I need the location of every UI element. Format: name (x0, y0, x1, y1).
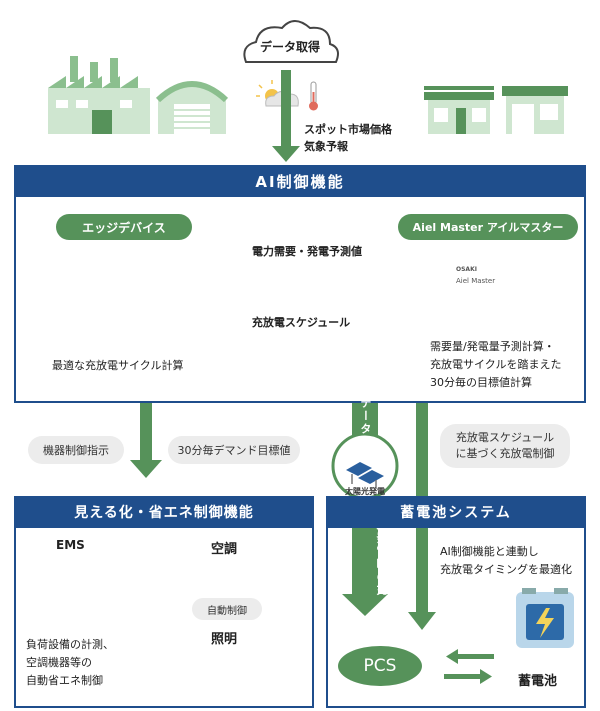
energy-description-line2: 空調機器等の (26, 656, 92, 669)
solar-label: 太陽光発電 (345, 487, 385, 496)
battery-description-line2: 充放電タイミングを最適化 (440, 563, 572, 576)
battery-label: 蓄電池 (518, 674, 558, 689)
energy-description-line1: 負荷設備の計測、 (26, 638, 114, 651)
lighting-label: 照明 (211, 632, 238, 647)
solar-panel-icon (331, 432, 399, 500)
edge-device-label: エッジデバイス (56, 214, 192, 240)
schedule-control-line2: に基づく充放電制御 (455, 447, 555, 460)
energy-description-line3: 自動省エネ制御 (26, 674, 103, 687)
weather-icon (256, 80, 299, 107)
device-brand: OSAKI (456, 266, 477, 273)
cloud-label: データ取得 (259, 40, 320, 54)
schedule-control-line1: 充放電スケジュール (455, 431, 555, 444)
instruction-pill-demand: 30分毎デマンド目標値 (168, 436, 300, 464)
factory-icon (48, 56, 150, 134)
forecast-label: 電力需要・発電予測値 (252, 245, 362, 258)
cloud-icon (243, 20, 339, 63)
pcs-label: PCS (363, 656, 397, 676)
instruction-pill-control: 機器制御指示 (28, 436, 124, 464)
data-fetch-arrow (272, 70, 300, 162)
store-icon (502, 86, 568, 134)
edge-device-description: 最適な充放電サイクル計算 (52, 359, 184, 372)
pcs-shape (338, 646, 422, 686)
shop-icon (424, 86, 494, 134)
warehouse-icon (155, 81, 229, 134)
battery-description-line1: AI制御機能と連動し (440, 545, 539, 558)
pcs-battery-arrows (444, 649, 494, 684)
thermometer-icon (309, 81, 318, 111)
ai-control-title: AI制御機能 (14, 165, 586, 197)
data-source-spot-price: スポット市場価格 (304, 123, 392, 136)
generation-data-text: 発電量データ (359, 358, 372, 436)
auto-control-pill: 自動制御 (192, 598, 262, 620)
device-name: Aiel Master (456, 277, 496, 285)
schedule-label: 充放電スケジュール (251, 316, 351, 329)
aiel-description-line1: 需要量/発電量予測計算・ (430, 340, 555, 353)
data-source-weather: 気象予報 (304, 140, 348, 153)
schedule-control-pill: 充放電スケジュール に基づく充放電制御 (440, 424, 570, 468)
aircon-label: 空調 (211, 542, 238, 557)
control-arrow (130, 402, 162, 478)
battery-icon (516, 588, 574, 648)
aiel-description-line3: 30分毎の目標値計算 (430, 376, 532, 389)
battery-system-title: 蓄電池システム (326, 496, 586, 528)
aiel-description-line2: 充放電サイクルを踏まえた (430, 358, 562, 371)
ai-control-panel (14, 165, 586, 403)
energy-saving-title: 見える化・省エネ制御機能 (14, 496, 314, 528)
aiel-master-label: Aiel Master アイルマスター (398, 214, 578, 240)
ems-label: EMS (56, 538, 85, 552)
